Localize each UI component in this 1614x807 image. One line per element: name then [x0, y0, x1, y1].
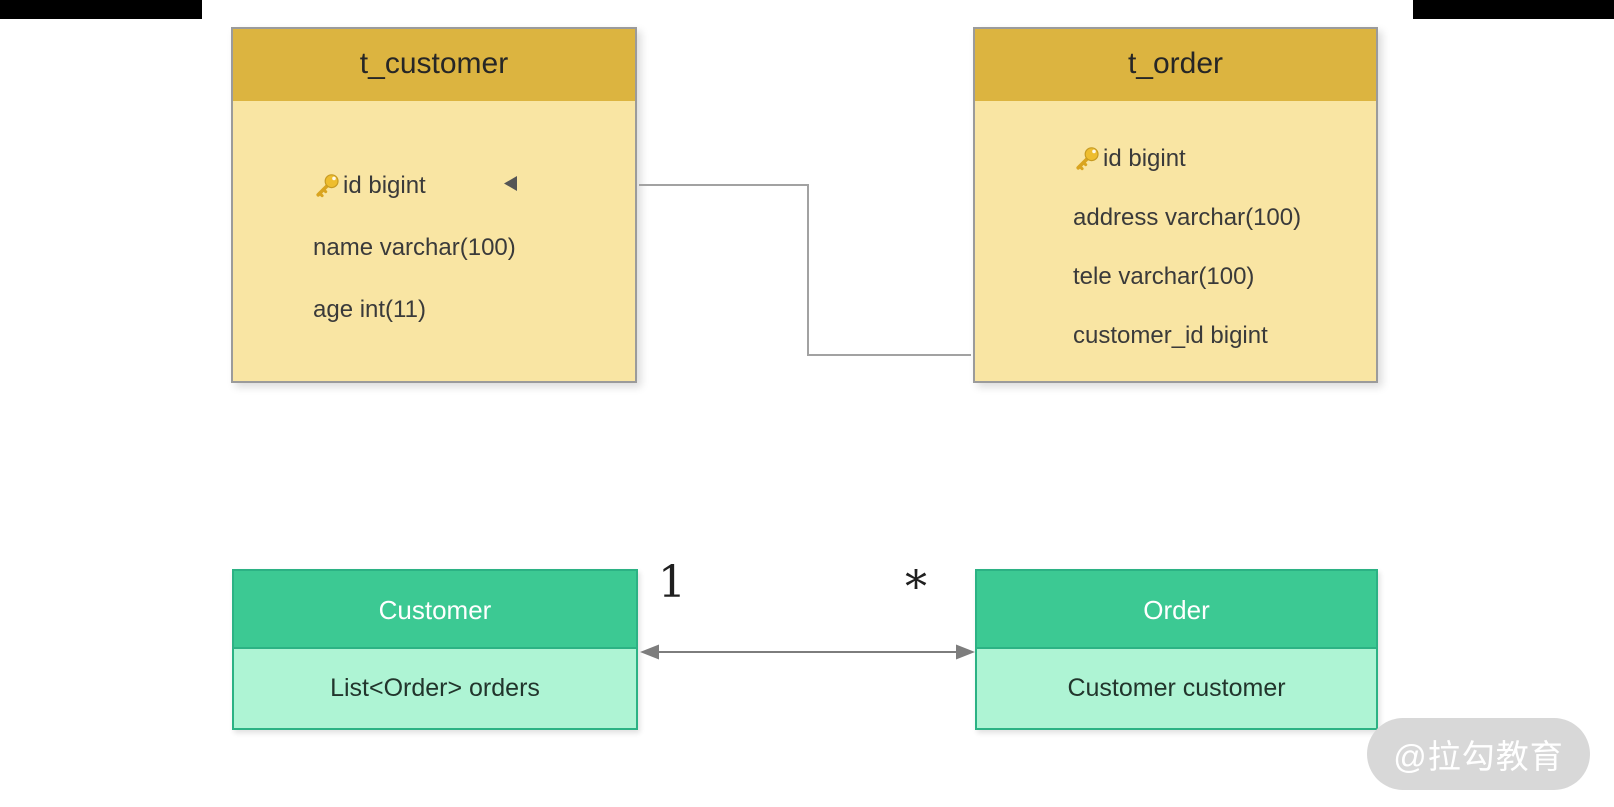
- multiplicity-many-label: *: [905, 562, 927, 613]
- er-field-row[interactable]: tele varchar(100): [1073, 247, 1376, 306]
- er-field-row[interactable]: name varchar(100): [313, 217, 635, 279]
- uml-class-title: Customer: [234, 571, 636, 649]
- primary-key-icon: [1076, 146, 1099, 170]
- er-field-row[interactable]: id bigint: [1073, 129, 1376, 188]
- er-table-title: t_customer: [233, 29, 635, 101]
- association-arrowhead-left-icon: [640, 644, 659, 660]
- top-right-black-bar: [1413, 0, 1614, 19]
- er-table-title: t_order: [975, 29, 1376, 101]
- er-field-row[interactable]: address varchar(100): [1073, 188, 1376, 247]
- er-field-text: id bigint: [343, 172, 426, 199]
- er-table-fields: id bigint name varchar(100) age int(11): [233, 101, 635, 341]
- fk-connector-line: [639, 184, 971, 356]
- er-field-text: address varchar(100): [1073, 203, 1302, 231]
- uml-class-title: Order: [977, 571, 1376, 649]
- watermark-badge: @拉勾教育: [1367, 718, 1590, 790]
- er-field-text: id bigint: [1103, 144, 1186, 172]
- uml-class-attribute: Customer customer: [1067, 674, 1286, 702]
- er-field-row[interactable]: customer_id bigint: [1073, 306, 1376, 365]
- er-field-text: age int(11): [313, 296, 426, 323]
- er-field-text: name varchar(100): [313, 234, 516, 261]
- multiplicity-one-label: 1: [658, 557, 686, 608]
- association-arrowhead-right-icon: [956, 644, 975, 660]
- er-field-text: tele varchar(100): [1073, 262, 1255, 290]
- uml-class-attribute: List<Order> orders: [330, 674, 540, 702]
- er-field-row[interactable]: id bigint: [313, 155, 635, 217]
- primary-key-icon: [316, 174, 339, 198]
- er-table-fields: id bigint address varchar(100) tele varc…: [975, 101, 1376, 365]
- top-left-black-bar: [0, 0, 202, 19]
- er-table-t-customer[interactable]: t_customer id bigint name varchar(100) a…: [231, 27, 637, 383]
- uml-class-order[interactable]: Order Customer customer: [975, 569, 1378, 730]
- er-field-row[interactable]: age int(11): [313, 279, 635, 341]
- er-table-t-order[interactable]: t_order id bigint address varchar(100) t…: [973, 27, 1378, 383]
- uml-class-customer[interactable]: Customer List<Order> orders: [232, 569, 638, 730]
- watermark-text: @拉勾教育: [1393, 738, 1564, 775]
- er-field-text: customer_id bigint: [1073, 321, 1268, 349]
